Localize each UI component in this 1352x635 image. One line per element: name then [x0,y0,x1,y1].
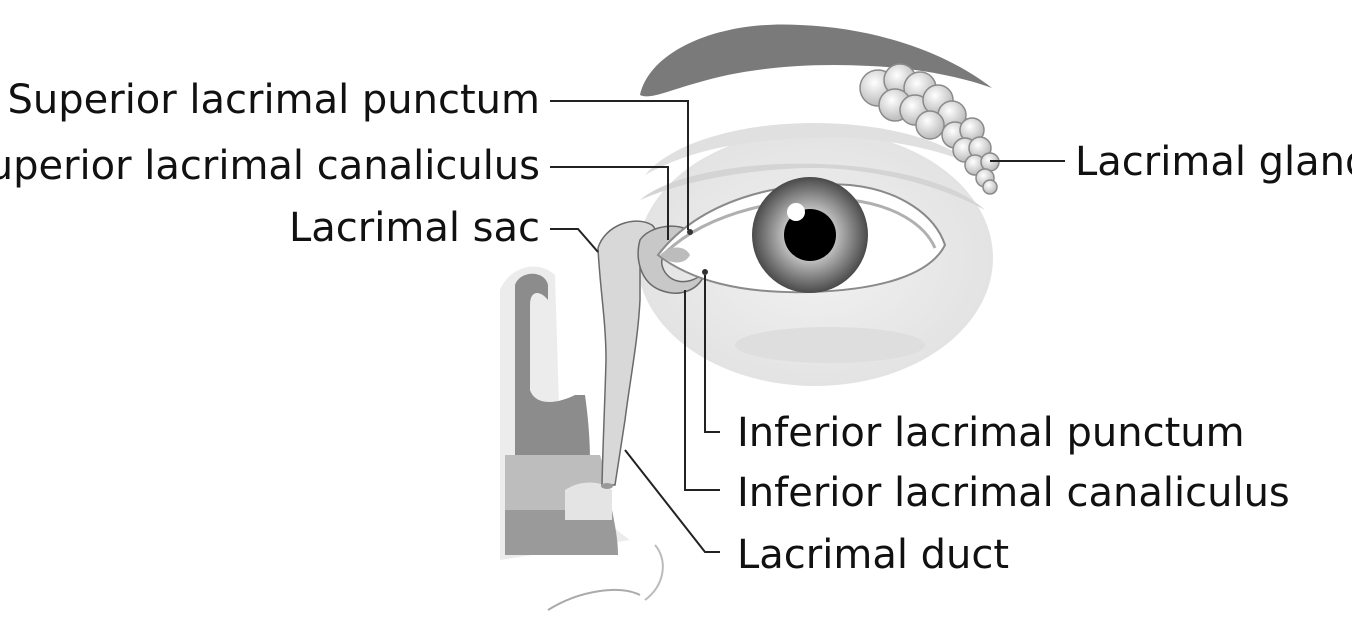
inferior-punctum-marker [702,269,708,275]
label-inferior-lacrimal-canaliculus: Inferior lacrimal canaliculus [737,473,1290,513]
label-lacrimal-duct: Lacrimal duct [737,535,1009,575]
label-superior-lacrimal-punctum: Superior lacrimal punctum [8,80,541,120]
label-lacrimal-gland: Lacrimal gland [1075,142,1352,182]
label-inferior-lacrimal-punctum: Inferior lacrimal punctum [737,413,1245,453]
label-lacrimal-sac: Lacrimal sac [289,208,540,248]
label-superior-lacrimal-canaliculus: Superior lacrimal canaliculus [0,146,540,186]
